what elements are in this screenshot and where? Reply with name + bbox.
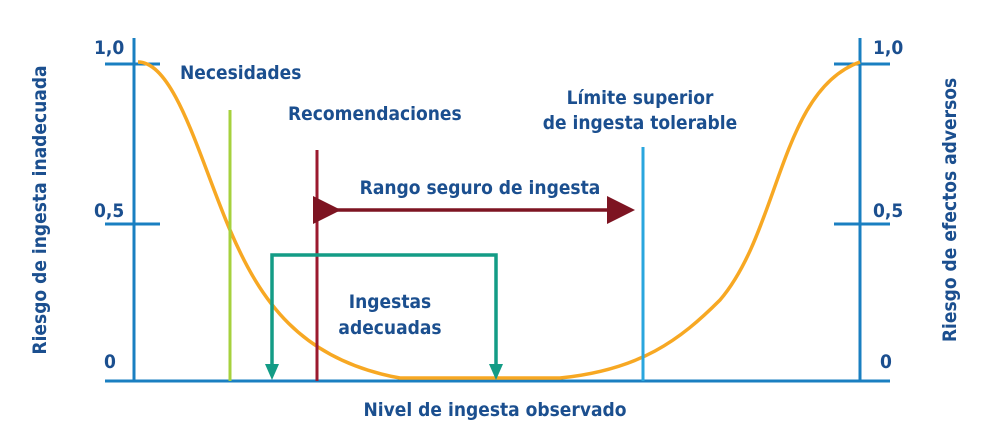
right-tick-0: 0 <box>880 351 892 373</box>
left-tick-0: 0 <box>104 351 116 373</box>
left-tick-1: 1,0 <box>94 37 124 59</box>
risk-curve <box>137 60 861 380</box>
upper-limit-label-2: de ingesta tolerable <box>543 112 738 134</box>
adequate-label-1: Ingestas <box>349 291 431 313</box>
right-tick-1: 1,0 <box>873 37 903 59</box>
left-tick-05: 0,5 <box>94 200 124 222</box>
right-tick-05: 0,5 <box>873 200 903 222</box>
safe-range-label: Rango seguro de ingesta <box>360 177 601 199</box>
x-axis-title: Nivel de ingesta observado <box>363 399 626 421</box>
needs-label: Necesidades <box>180 62 301 84</box>
left-axis-title: Riesgo de ingesta inadecuada <box>29 65 51 354</box>
adequate-label-2: adecuadas <box>338 317 441 339</box>
upper-limit-label-1: Límite superior <box>567 87 714 109</box>
axes <box>105 38 890 383</box>
recommendations-label: Recomendaciones <box>288 103 462 125</box>
right-axis-title: Riesgo de efectos adversos <box>939 78 961 342</box>
adequate-intake-bracket <box>270 253 498 372</box>
